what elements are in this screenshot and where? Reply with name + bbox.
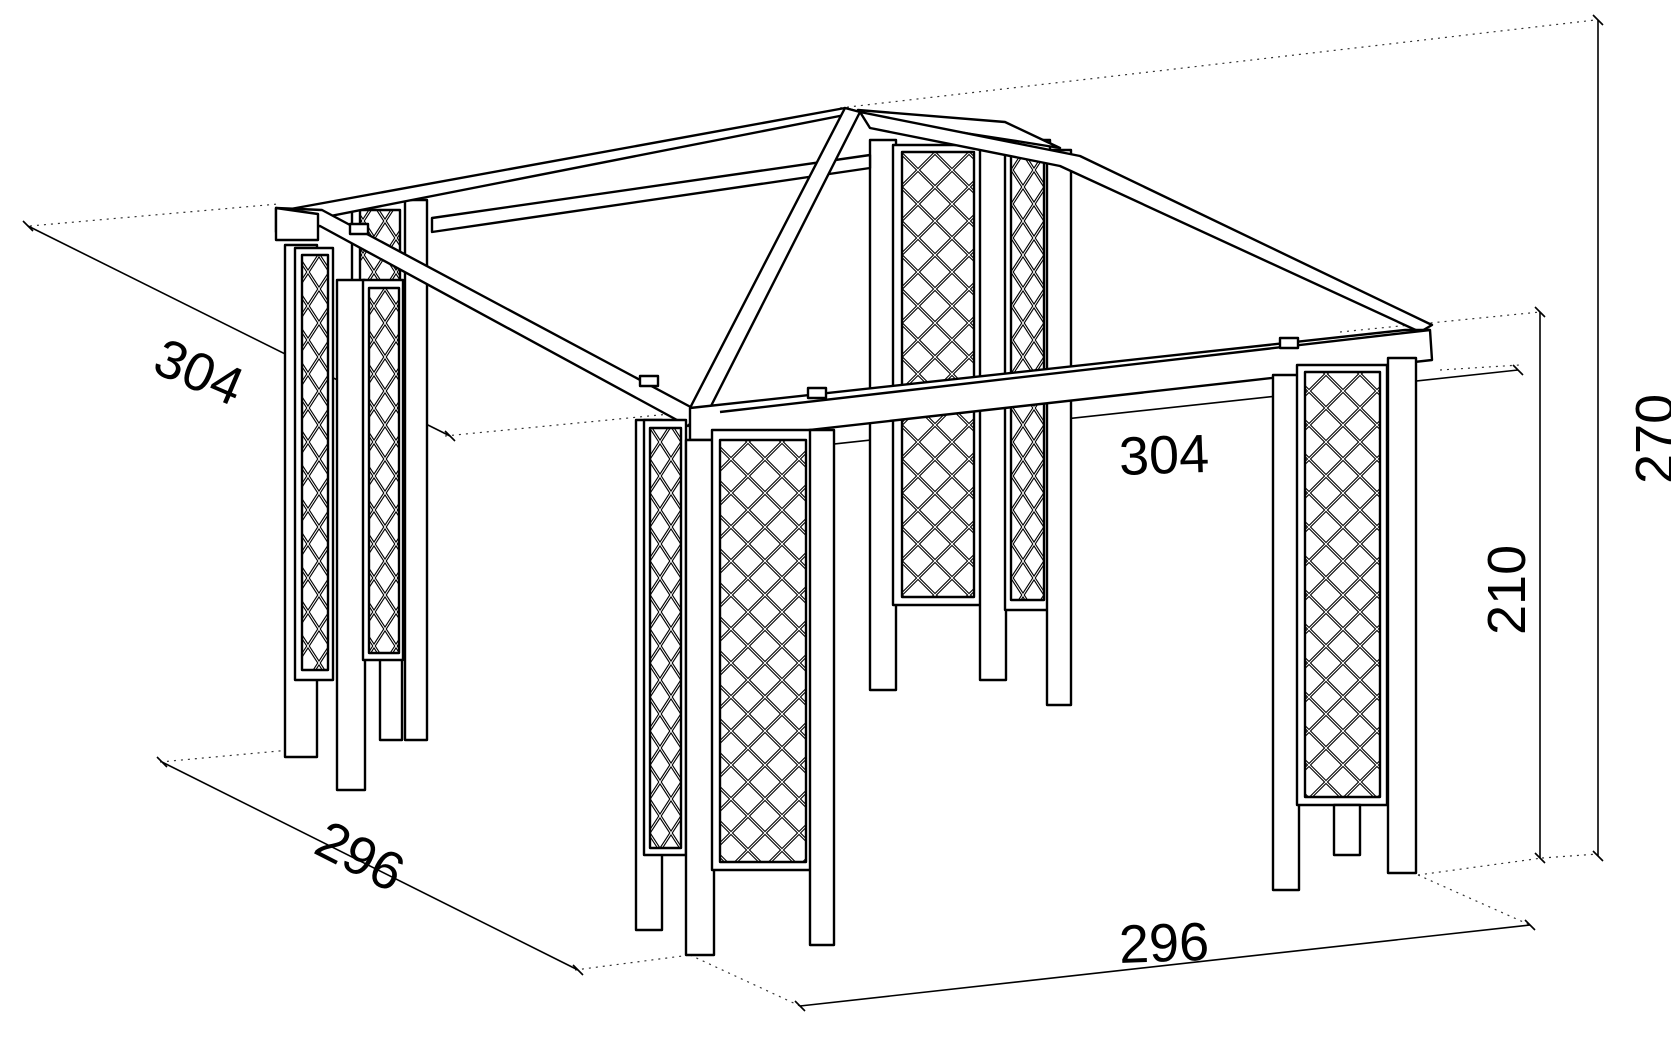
front-corner bbox=[634, 418, 836, 957]
width-top-label: 304 bbox=[1117, 423, 1211, 487]
right-corner bbox=[1271, 356, 1418, 892]
roof-frame bbox=[274, 106, 1434, 442]
width-bottom-label: 296 bbox=[1117, 911, 1211, 975]
total-height-label: 270 bbox=[1625, 393, 1671, 484]
left-corner bbox=[283, 243, 405, 792]
post-height-label: 210 bbox=[1477, 544, 1537, 635]
